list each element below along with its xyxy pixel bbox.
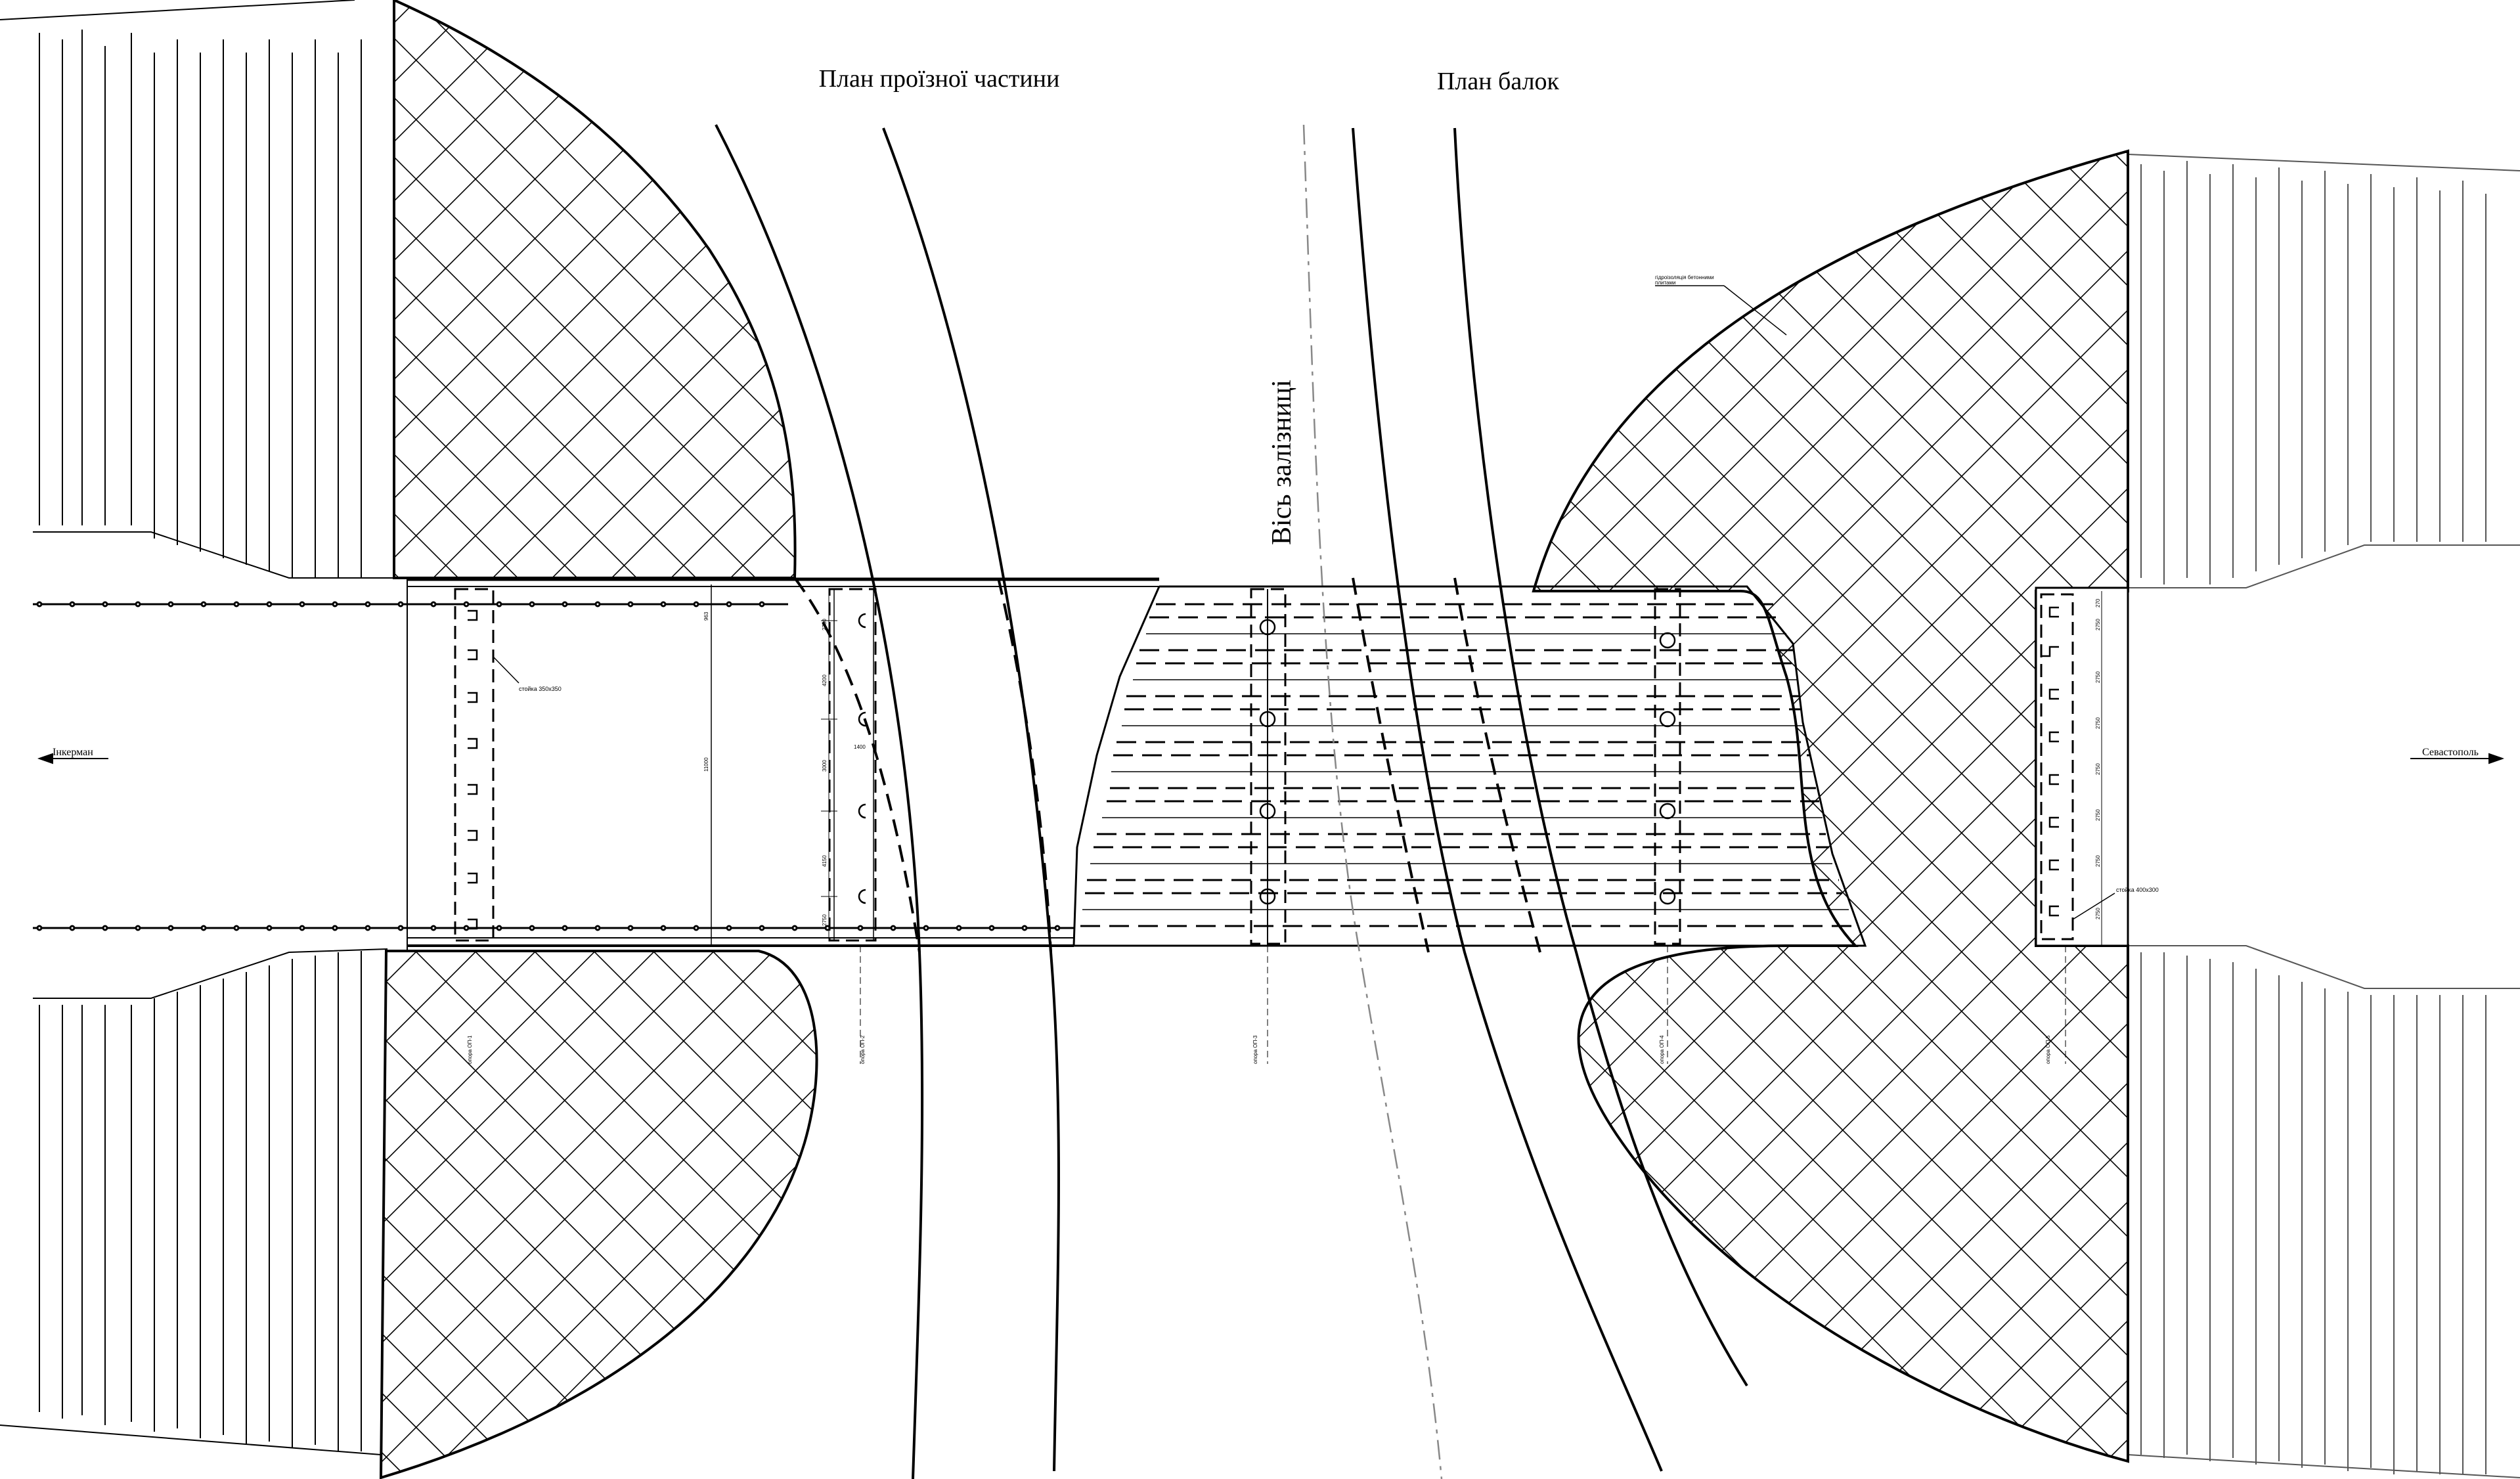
railing-left bbox=[33, 601, 1074, 931]
dim-left-d: 4150 bbox=[822, 855, 828, 867]
dim-right-1: 2750 bbox=[2095, 619, 2101, 630]
dim-left-e: 2750 bbox=[822, 914, 828, 926]
roadway-plan-title: План проїзної частини bbox=[819, 65, 1060, 93]
support-op1-label: опора ОП-1 bbox=[467, 1035, 473, 1064]
concrete-note-line2: плитами bbox=[1655, 280, 1675, 286]
support-op5-label: опора ОП-5 bbox=[2045, 1035, 2051, 1064]
soil-cone-right bbox=[1532, 149, 2129, 1463]
column-left-note: стойка 350х350 bbox=[519, 686, 562, 692]
embankment-top-left bbox=[0, 0, 394, 579]
dim-right-4: 2750 bbox=[2095, 763, 2101, 775]
dim-total-label: 11000 bbox=[703, 757, 709, 772]
dim-small-label: 1400 bbox=[854, 744, 866, 750]
beam-deck bbox=[1072, 585, 1867, 947]
pier-op3 bbox=[1250, 588, 1287, 1064]
soil-cone-bottom-left bbox=[379, 950, 818, 1479]
pier-op2 bbox=[821, 588, 877, 1064]
beam-lines bbox=[1080, 603, 1859, 927]
railway-curves bbox=[715, 124, 1748, 1479]
railway-axis-line bbox=[1302, 124, 1443, 1479]
dim-top-right: 270 bbox=[2095, 598, 2101, 607]
concrete-note-leader bbox=[1655, 285, 1787, 336]
concrete-note-line1: гідроізоляція бетонними bbox=[1655, 275, 1714, 280]
dim-right-7: 2750 bbox=[2095, 908, 2101, 919]
column-right-note: стойка 400х300 bbox=[2116, 887, 2159, 893]
embankment-top-right bbox=[2127, 154, 2520, 588]
railway-curves-dashed bbox=[793, 577, 1541, 953]
dim-right-3: 2750 bbox=[2095, 717, 2101, 729]
dim-right-2: 2750 bbox=[2095, 671, 2101, 683]
pier-op4 bbox=[1654, 588, 1681, 1064]
abutment-left bbox=[454, 588, 519, 942]
dim-left-c: 3000 bbox=[822, 760, 828, 772]
beam-plan-title: План балок bbox=[1437, 68, 1560, 95]
soil-cone-top-left bbox=[393, 0, 797, 579]
support-op4-label: опора ОП-4 bbox=[1659, 1035, 1665, 1064]
support-op2-label: опора ОП-2 bbox=[860, 1035, 866, 1064]
direction-right-label: Севастополь bbox=[2422, 747, 2479, 758]
abutment-right bbox=[2035, 586, 2129, 1064]
beam-solid-lines bbox=[1082, 633, 1849, 910]
roadway-left-deck bbox=[407, 577, 1159, 951]
direction-right-arrow bbox=[2410, 753, 2505, 764]
embankment-bottom-left bbox=[0, 948, 388, 1455]
dim-left-b: 4200 bbox=[822, 674, 828, 686]
dim-right-5: 2750 bbox=[2095, 809, 2101, 821]
direction-left-label: Інкерман bbox=[53, 747, 93, 758]
support-op3-label: опора ОП-3 bbox=[1252, 1035, 1258, 1064]
dim-right-6: 2750 bbox=[2095, 855, 2101, 867]
direction-left-arrow bbox=[37, 753, 108, 764]
embankment-bottom-right bbox=[2127, 945, 2520, 1478]
dim-top-left-label: 963 bbox=[703, 611, 709, 621]
railway-axis-label: Вісь залізниці bbox=[1267, 380, 1297, 545]
